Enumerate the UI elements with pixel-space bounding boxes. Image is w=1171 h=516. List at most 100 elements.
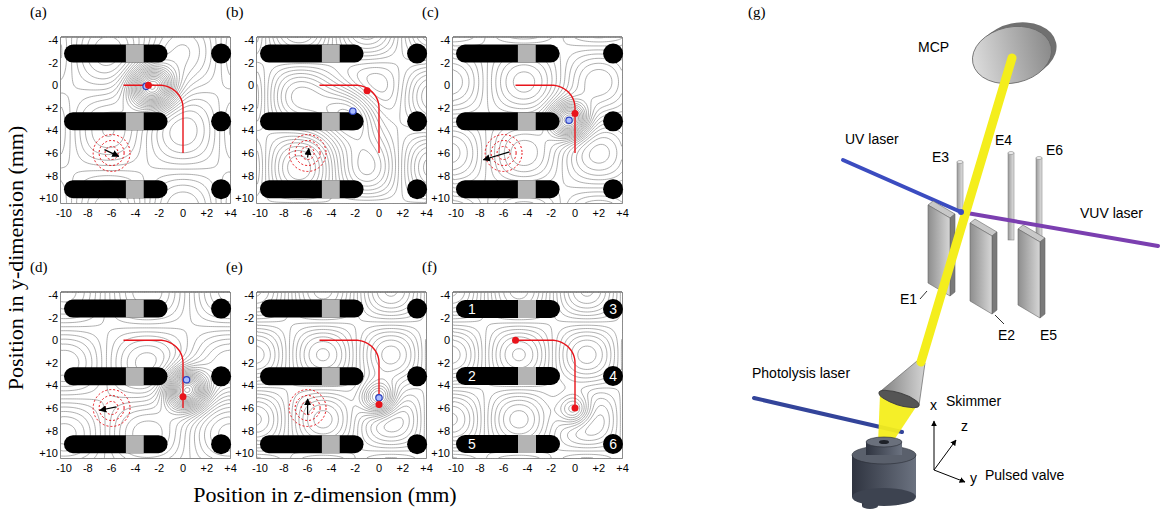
molecule-position (512, 337, 519, 344)
tick-label: -2 (440, 57, 450, 68)
crossing-point (958, 209, 964, 215)
contour-line (452, 37, 622, 204)
contour-line (60, 37, 230, 204)
electrode-segment (126, 367, 144, 385)
tick-label: 0 (52, 335, 58, 346)
valve-bottom (852, 488, 916, 506)
axis-title: Position in y-dimension (mm) (5, 126, 27, 391)
laser-label: VUV laser (1080, 206, 1143, 220)
coordinate-axis (934, 421, 935, 470)
tick-label: -4 (440, 35, 450, 46)
tick-label: +10 (431, 448, 450, 459)
electrode-bar (64, 45, 168, 63)
contour-line (452, 37, 622, 204)
panel-letter: (d) (30, 260, 48, 275)
electrode-bar (260, 45, 364, 63)
molecule-position (376, 401, 383, 408)
tick-label: -10 (448, 208, 464, 219)
electrode-segment (126, 112, 144, 130)
tick-label: +10 (431, 193, 450, 204)
contour-line (452, 60, 622, 204)
contour-line (452, 292, 613, 445)
dashed-ring (99, 141, 124, 166)
panel-letter: (b) (226, 5, 244, 20)
contour-line (60, 292, 230, 457)
electrode-label: E4 (995, 133, 1012, 147)
contour-line (452, 292, 622, 459)
dashed-ring (301, 146, 314, 159)
contour-line (60, 37, 230, 204)
tick-label: 0 (444, 80, 450, 91)
tick-label: +10 (235, 448, 254, 459)
tick-label: +8 (45, 170, 58, 181)
tick-label: +2 (241, 102, 254, 113)
contour-line (60, 292, 230, 459)
tick-label: +6 (437, 148, 450, 159)
electrode-bar (64, 300, 168, 318)
tick-label: 0 (52, 80, 58, 91)
tick-label: 0 (248, 80, 254, 91)
tick-label: +10 (39, 448, 58, 459)
electrode-rod (211, 44, 231, 64)
tick-label: 0 (180, 463, 186, 474)
contour-line (452, 37, 622, 204)
contour-line (256, 292, 426, 459)
contour-line (256, 37, 426, 204)
panel-letter: (f) (422, 260, 437, 275)
electrode-bar (64, 435, 168, 453)
electrode-segment (322, 300, 340, 318)
electrode-bar (260, 180, 364, 198)
electrode-rod (211, 179, 231, 199)
contour-line (60, 292, 230, 459)
electrode-number: 3 (609, 302, 617, 316)
contour-line (452, 292, 622, 459)
contour-line (60, 292, 230, 459)
tick-label: +4 (420, 208, 433, 219)
contour-line (256, 37, 426, 204)
tick-label: 0 (180, 208, 186, 219)
contour-group (452, 292, 622, 459)
contour-line (256, 292, 404, 433)
contour-line (60, 292, 230, 459)
electrode-bar (456, 180, 560, 198)
tick-label: +10 (235, 193, 254, 204)
dashed-ring (289, 135, 326, 172)
electrode-rod (211, 434, 231, 454)
electrode-number: 4 (609, 369, 617, 383)
contour-line (60, 37, 230, 204)
tick-label: +4 (437, 380, 450, 391)
contour-line (60, 292, 230, 459)
leader-line (920, 291, 927, 299)
tick-label: -2 (350, 208, 360, 219)
electrode-rod (407, 179, 427, 199)
contour-line (452, 37, 622, 204)
trap-centre (350, 108, 356, 114)
contour-line (452, 292, 622, 459)
tick-label: +8 (437, 425, 450, 436)
field-panel (60, 292, 231, 459)
contour-line (452, 37, 622, 204)
contour-line (256, 37, 426, 204)
field-panel (256, 37, 427, 204)
electrode-segment (322, 435, 340, 453)
panel-letter: (c) (422, 5, 439, 20)
contour-line (452, 37, 622, 204)
contour-line (60, 37, 230, 204)
electrode-segment (518, 367, 536, 385)
dashed-ring (295, 396, 320, 421)
electrode-label: E1 (900, 292, 917, 306)
tick-label: +10 (39, 193, 58, 204)
electrode-rod (407, 434, 427, 454)
electrode-bar (456, 45, 560, 63)
tick-label: +8 (45, 425, 58, 436)
tick-label: -2 (244, 57, 254, 68)
contour-group (256, 37, 426, 204)
electrode-rod (211, 366, 231, 386)
tick-label: -4 (131, 208, 141, 219)
contour-line (60, 292, 230, 459)
electrode-plate (1018, 229, 1040, 318)
contour-line (452, 37, 622, 204)
contour-group (60, 37, 230, 204)
contour-line (452, 292, 600, 433)
contour-line (452, 37, 622, 204)
